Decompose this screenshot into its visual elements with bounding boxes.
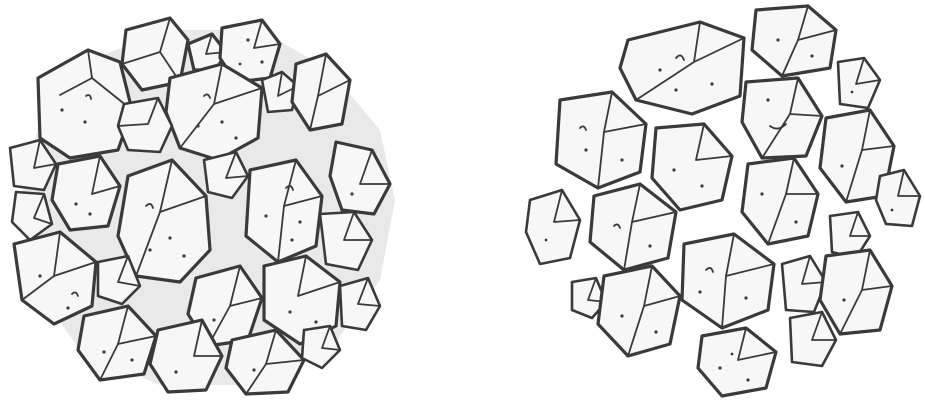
rock-particle: [682, 234, 774, 328]
rock-particle: [782, 256, 826, 312]
rock-particle: [790, 312, 836, 366]
rock-particle: [838, 58, 880, 108]
rock-particle: [742, 78, 822, 158]
loose-aggregate-cluster: [526, 6, 920, 396]
rock-particle: [590, 184, 676, 270]
dense-aggregate-cluster: [10, 18, 395, 394]
rock-particle: [876, 170, 920, 226]
rock-particle: [698, 328, 776, 396]
rock-particle: [752, 6, 836, 76]
rock-particle: [526, 190, 580, 264]
rock-particle: [742, 158, 818, 244]
rock-particle: [38, 50, 132, 158]
rock-particle: [620, 22, 744, 114]
rock-particle: [820, 250, 892, 334]
rock-particle: [556, 92, 646, 188]
rock-particle: [652, 124, 732, 210]
rock-particle: [598, 266, 680, 356]
